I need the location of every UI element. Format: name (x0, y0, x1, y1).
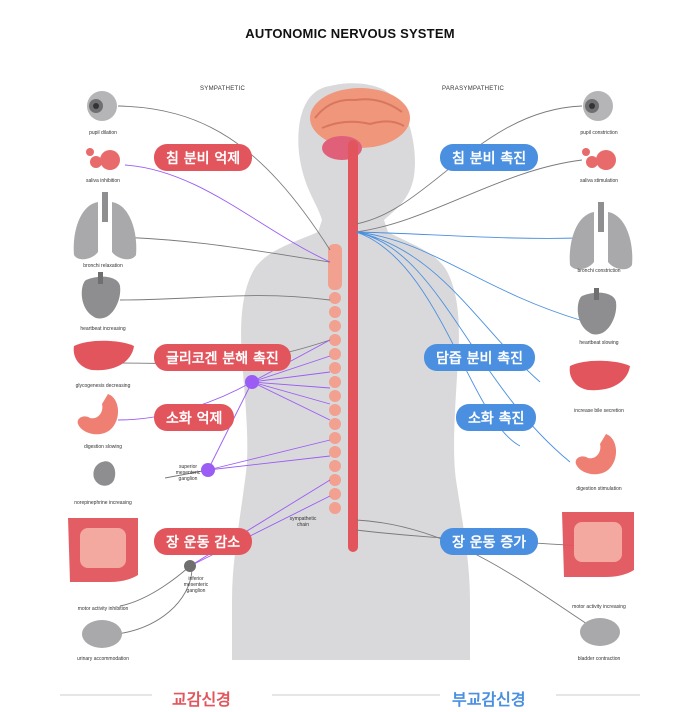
pill-glycogen-breakdown: 글리코겐 분해 촉진 (154, 344, 291, 371)
pill-digestion-promotion: 소화 촉진 (456, 404, 537, 431)
left-intestine-icon (68, 518, 138, 582)
footer-sympathetic: 교감신경 (172, 690, 231, 709)
pill-saliva-promotion: 침 분비 촉진 (440, 144, 539, 171)
pill-bowel-motility-increase: 장 운동 증가 (440, 528, 539, 555)
left-stomach-icon (77, 394, 119, 435)
label-saliva-inhibition: saliva inhibition (86, 178, 120, 184)
pill-digestion-suppression: 소화 억제 (154, 404, 235, 431)
right-heart-icon (577, 288, 617, 335)
left-lungs-icon (73, 192, 137, 260)
right-liver-icon (569, 360, 630, 391)
label-digestion-stimulation: digestion stimulation (576, 486, 622, 492)
celiac-ganglion (245, 375, 259, 389)
right-intestine-icon (562, 512, 634, 577)
label-digestion-slowing: digestion slowing (83, 444, 123, 450)
superior-mesenteric-ganglion (201, 463, 215, 477)
left-eye-icon (87, 91, 117, 121)
parasympathetic-header: PARASYMPATHETIC (442, 86, 505, 92)
right-eye-icon (583, 91, 613, 121)
right-lungs-icon (569, 202, 633, 270)
left-nerve-lines (109, 105, 331, 636)
label-pupil-constriction: pupil constriction (580, 130, 618, 136)
label-bronchi-relaxation: bronchi relaxation (83, 263, 123, 269)
right-saliva-gland-icon (582, 148, 616, 170)
spinal-cord (348, 140, 358, 552)
pill-bile-promotion: 담즙 분비 촉진 (424, 344, 536, 371)
label-urinary-accommodation: urinary accommodation (77, 656, 129, 662)
left-heart-icon (81, 272, 121, 319)
right-stomach-icon (575, 434, 617, 475)
label-glycogenesis-decreasing: glycogenesis decreasing (75, 383, 131, 389)
inferior-mesenteric-ganglion (184, 560, 196, 572)
label-motor-activity-inhibition: motor activity inhibition (77, 606, 129, 612)
label-sympathetic-chain: sympathetic chain (289, 516, 317, 528)
label-heartbeat-slowing: heartbeat slowing (579, 340, 619, 346)
left-liver-icon (73, 340, 134, 371)
left-kidney-icon (93, 461, 116, 486)
right-bladder-icon (580, 618, 620, 646)
footer-parasympathetic: 부교감신경 (452, 690, 526, 709)
sympathetic-header: SYMPATHETIC (200, 86, 246, 92)
label-norepinephrine-increasing: norepinephrine increasing (74, 500, 132, 506)
label-heartbeat-increasing: heartbeat increasing (80, 326, 126, 332)
pill-bowel-motility-decrease: 장 운동 감소 (154, 528, 253, 555)
sympathetic-chain (328, 244, 342, 514)
label-bronchi-constriction: bronchi constriction (577, 268, 621, 274)
label-inferior-mesenteric-ganglion: inferior mesenteric ganglion (183, 576, 209, 594)
label-saliva-stimulation: saliva stimulation (579, 178, 619, 184)
label-bladder-contraction: bladder contraction (577, 656, 621, 662)
label-increase-bile-secretion: increase bile secretion (574, 408, 624, 414)
left-bladder-icon (82, 620, 122, 648)
label-motor-activity-increasing: motor activity increasing (572, 604, 626, 610)
pill-saliva-suppression: 침 분비 억제 (154, 144, 253, 171)
diagram-title: AUTONOMIC NERVOUS SYSTEM (245, 26, 455, 41)
label-superior-mesenteric-ganglion: superior mesenteric ganglion (175, 464, 201, 482)
left-saliva-gland-icon (86, 148, 120, 170)
label-pupil-dilation: pupil dilation (89, 130, 117, 136)
